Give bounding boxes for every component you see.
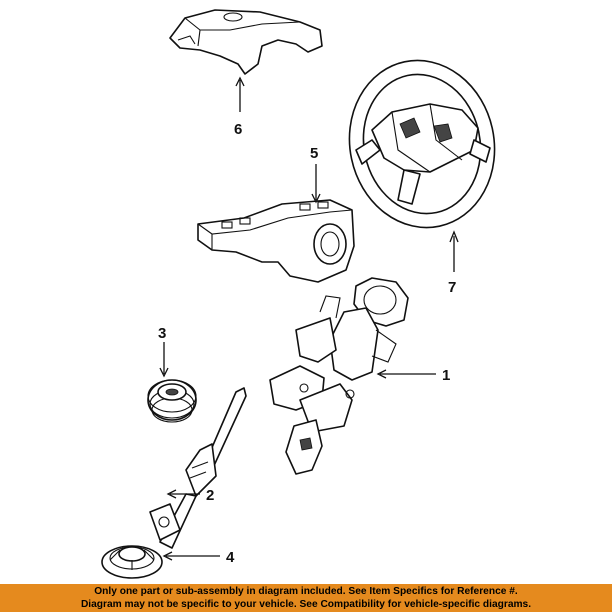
disclaimer-banner: Only one part or sub-assembly in diagram…: [0, 584, 612, 612]
lower-shroud-part: [197, 199, 355, 283]
column-boot-part: [101, 545, 163, 579]
steering-column-part: [269, 277, 409, 475]
disclaimer-line-1: Only one part or sub-assembly in diagram…: [94, 586, 518, 597]
callout-4: 4: [226, 549, 235, 566]
callout-1: 1: [442, 367, 450, 384]
disclaimer-line-2: Diagram may not be specific to your vehi…: [80, 599, 532, 610]
steering-wheel-part: [348, 59, 496, 229]
callout-6: 6: [234, 121, 242, 138]
callout-5: 5: [310, 145, 318, 162]
upper-shroud-part: [169, 9, 323, 75]
callout-3: 3: [158, 325, 166, 342]
callout-7: 7: [448, 279, 456, 296]
callout-2: 2: [206, 487, 214, 504]
clockspring-part: [147, 379, 197, 423]
intermediate-shaft-part: [149, 387, 247, 549]
